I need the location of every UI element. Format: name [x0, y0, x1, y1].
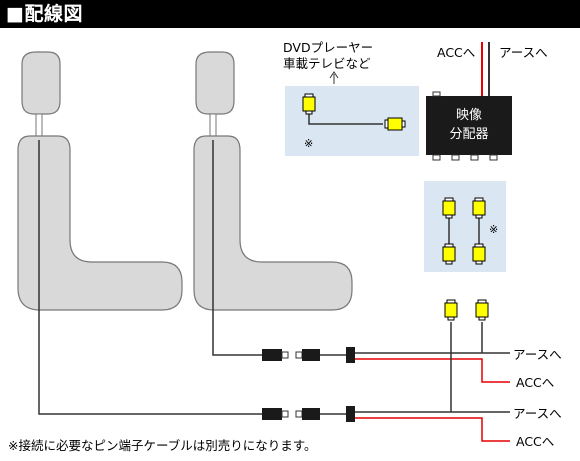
seat-headrest — [21, 51, 61, 115]
cable-note-mark: ※ — [489, 223, 498, 236]
rca-plug-icon — [475, 299, 489, 321]
earth-label-row-2: アースへ — [513, 406, 562, 421]
splitter-port — [470, 154, 479, 161]
car-seat-right — [193, 51, 353, 311]
dvd-note-mark: ※ — [304, 137, 313, 150]
rca-plug-icon — [442, 243, 456, 265]
extension-plug — [302, 408, 320, 420]
rca-plug-icon — [472, 197, 486, 219]
acc-label-row-2: ACCへ — [516, 434, 554, 449]
monitor-plug — [262, 349, 282, 361]
splitter-label-line1: 映像 — [456, 108, 482, 123]
extension-panel-bg — [424, 181, 506, 272]
earth-top-label: アースへ — [499, 45, 548, 60]
splitter-port — [432, 154, 441, 161]
splitter-port — [489, 154, 498, 161]
extension-plug — [302, 349, 320, 361]
extension-cable-panel — [424, 181, 506, 272]
monitor-cable-right — [212, 140, 262, 356]
splitter-body — [426, 96, 512, 155]
extension-plug-tip — [295, 410, 303, 418]
monitor-cable-left — [38, 140, 262, 415]
splitter-port — [451, 154, 460, 161]
seat-headrest-post — [209, 113, 217, 137]
video-splitter-icon — [426, 42, 512, 161]
seat-body — [17, 135, 183, 311]
rca-plug-icon — [384, 117, 406, 131]
footnote: ※接続に必要なピン端子ケーブルは別売りになります。 — [8, 438, 316, 453]
acc-top-label: ACCへ — [437, 45, 475, 60]
extension-plug-tip — [295, 351, 303, 359]
seat-headrest-post — [35, 113, 43, 137]
acc-wire — [355, 358, 510, 383]
acc-label-row-1: ACCへ — [516, 375, 554, 390]
rca-plug-icon — [472, 243, 486, 265]
monitor-plug-tip — [281, 410, 289, 418]
dvd-label-arrowhead — [329, 71, 339, 79]
dvd-panel — [285, 71, 419, 156]
earth-label-row-1: アースへ — [513, 347, 562, 362]
dvd-cable — [308, 114, 383, 125]
splitter-port — [432, 91, 441, 97]
connector-row-1 — [262, 347, 510, 383]
rca-plug-icon — [444, 299, 458, 321]
rca-plug-icon — [302, 93, 316, 115]
power-plug — [346, 406, 355, 422]
rca-plug-icon — [442, 197, 456, 219]
monitor-plug-tip — [281, 351, 289, 359]
title-bar: ■配線図 — [0, 0, 580, 28]
seat-body — [193, 135, 353, 311]
car-tv-label: 車載テレビなど — [283, 56, 371, 71]
acc-wire — [355, 417, 510, 442]
monitor-plug — [262, 408, 282, 420]
car-seat-left — [17, 51, 183, 311]
seat-headrest — [195, 51, 235, 115]
connector-row-2 — [262, 406, 510, 442]
diagram-title: ■配線図 — [6, 3, 83, 25]
splitter-label-line2: 分配器 — [449, 127, 488, 142]
power-plug — [346, 347, 355, 363]
dvd-player-label: DVDプレーヤー — [283, 40, 373, 55]
